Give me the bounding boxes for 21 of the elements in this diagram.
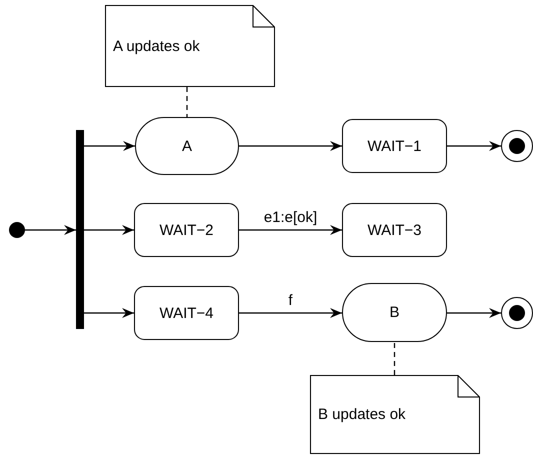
state-name: WAIT−4 <box>159 304 214 322</box>
arrow <box>447 308 501 318</box>
state-name: B <box>389 304 400 321</box>
arrow <box>84 308 134 318</box>
connector-line <box>186 87 188 117</box>
arrow <box>239 225 342 235</box>
arrow <box>25 225 76 235</box>
state-name: WAIT−1 <box>367 138 422 154</box>
state-name: WAIT−3 <box>367 222 422 238</box>
arrow <box>84 141 135 151</box>
arrow <box>447 141 501 151</box>
edge-label: f <box>288 292 293 309</box>
note-text: B updates ok <box>318 406 406 423</box>
state-name: WAIT−2 <box>159 222 214 238</box>
state-name: A <box>182 138 192 154</box>
arrow <box>84 225 134 235</box>
arrow <box>239 141 342 151</box>
note-text: A updates ok <box>113 38 200 54</box>
arrow <box>239 308 342 318</box>
edge-label: e1:e[ok] <box>264 209 318 226</box>
connector-line <box>394 342 396 375</box>
